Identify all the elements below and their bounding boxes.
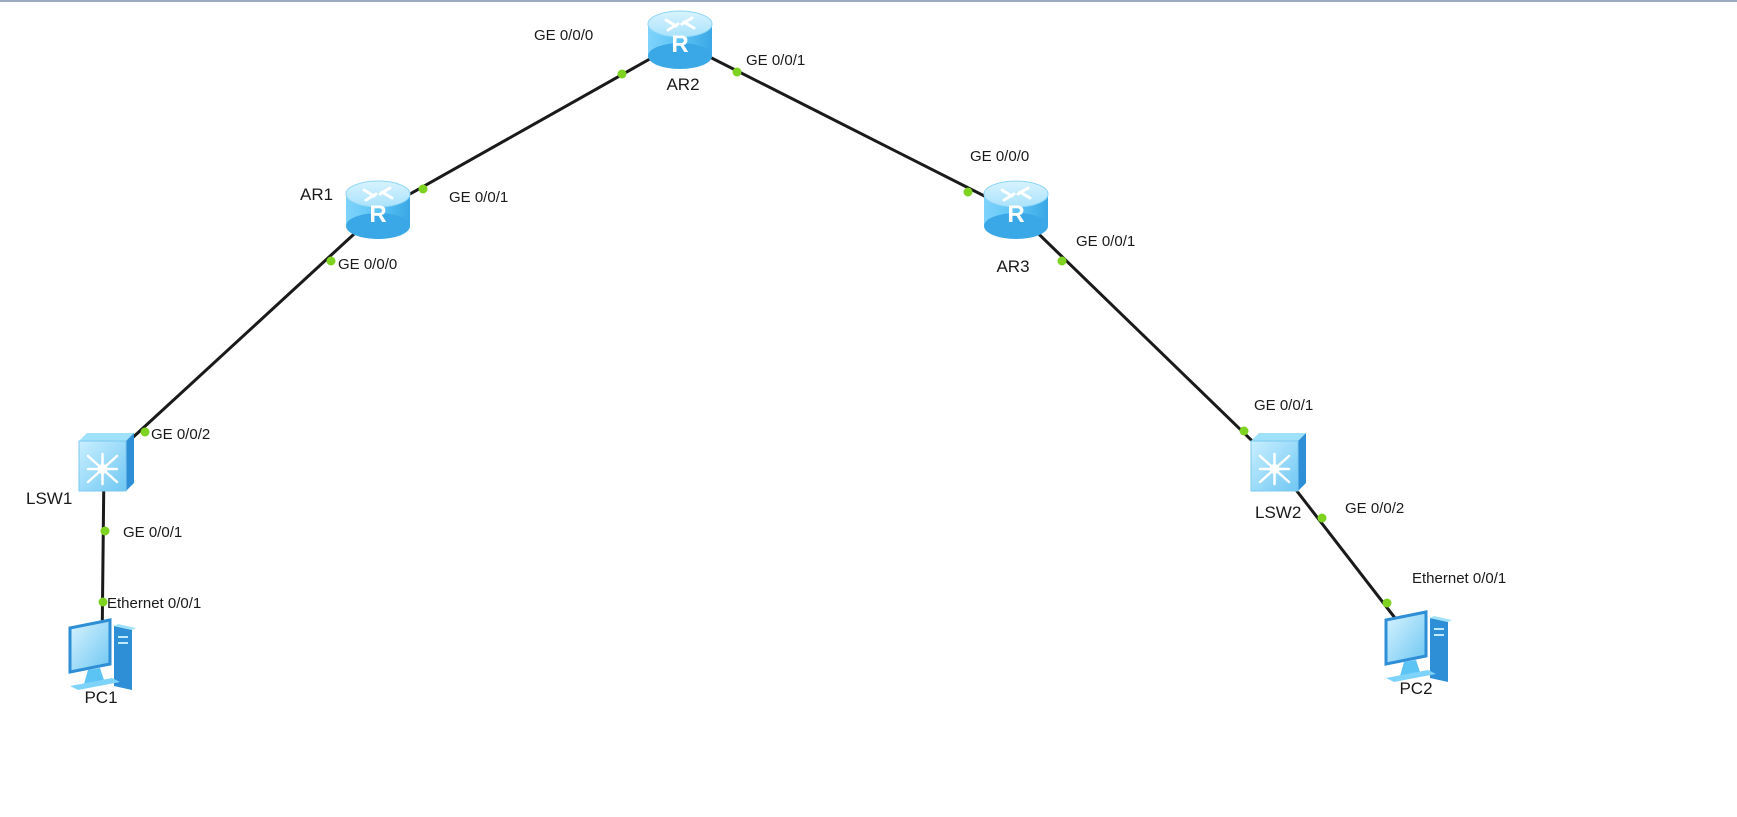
port-label-lsw1: GE 0/0/1 [123, 524, 182, 541]
port-dot-lsw1[interactable] [140, 427, 150, 437]
link-line[interactable] [100, 463, 106, 651]
device-label-pc2: PC2 [1399, 679, 1432, 698]
switch-icon[interactable] [1249, 431, 1308, 493]
pc-icon[interactable] [68, 618, 138, 692]
port-dot-ar1[interactable] [326, 256, 336, 266]
device-pc1[interactable]: PC1 [68, 618, 138, 707]
port-dot-lsw2[interactable] [1239, 426, 1249, 436]
link-ar3-lsw2[interactable]: GE 0/0/1 GE 0/0/1 [1014, 210, 1313, 466]
device-ar1[interactable]: AR1 [300, 179, 412, 241]
port-dot-pc1[interactable] [98, 597, 108, 607]
router-icon[interactable] [646, 9, 714, 71]
link-line[interactable] [1014, 210, 1278, 466]
port-dot-lsw1[interactable] [100, 526, 110, 536]
port-label-ar3: GE 0/0/0 [970, 148, 1029, 165]
device-ar3[interactable]: AR3 [982, 179, 1050, 276]
link-line[interactable] [1274, 463, 1414, 641]
port-dot-ar1[interactable] [418, 184, 428, 194]
link-line[interactable] [102, 210, 380, 466]
port-label-pc2: Ethernet 0/0/1 [1412, 570, 1506, 587]
device-pc2[interactable]: PC2 [1384, 610, 1454, 698]
port-label-ar2: GE 0/0/1 [746, 52, 805, 69]
device-ar2[interactable]: AR2 [646, 9, 714, 94]
device-label-ar3: AR3 [996, 257, 1029, 276]
port-label-ar2: GE 0/0/0 [534, 27, 593, 44]
port-label-pc1: Ethernet 0/0/1 [107, 595, 201, 612]
device-lsw1[interactable]: LSW1 [26, 431, 136, 508]
port-label-ar1: GE 0/0/0 [338, 256, 397, 273]
link-line[interactable] [377, 40, 681, 214]
port-dot-pc2[interactable] [1382, 598, 1392, 608]
port-dot-ar3[interactable] [1057, 256, 1067, 266]
port-label-lsw2: GE 0/0/2 [1345, 500, 1404, 517]
port-dot-ar2[interactable] [732, 67, 742, 77]
links-layer: GE 0/0/1GE 0/0/0GE 0/0/1GE 0/0/0GE 0/0/0… [98, 27, 1506, 651]
port-dot-lsw2[interactable] [1317, 513, 1327, 523]
device-label-ar2: AR2 [666, 75, 699, 94]
port-label-ar1: GE 0/0/1 [449, 189, 508, 206]
link-ar1-ar2[interactable]: GE 0/0/1 GE 0/0/0 [377, 27, 681, 214]
port-dot-ar3[interactable] [963, 187, 973, 197]
link-line[interactable] [679, 40, 1017, 214]
pc-icon[interactable] [1384, 610, 1454, 684]
port-label-lsw2: GE 0/0/1 [1254, 397, 1313, 414]
device-lsw2[interactable]: LSW2 [1249, 431, 1308, 522]
port-dot-ar2[interactable] [617, 69, 627, 79]
device-label-lsw2: LSW2 [1255, 503, 1301, 522]
top-border [0, 0, 1737, 2]
router-icon[interactable] [344, 179, 412, 241]
port-label-lsw1: GE 0/0/2 [151, 426, 210, 443]
link-ar2-ar3[interactable]: GE 0/0/1 GE 0/0/0 [679, 40, 1029, 214]
router-icon[interactable] [982, 179, 1050, 241]
switch-icon[interactable] [77, 431, 136, 493]
device-label-pc1: PC1 [84, 688, 117, 707]
port-label-ar3: GE 0/0/1 [1076, 233, 1135, 250]
device-label-lsw1: LSW1 [26, 489, 72, 508]
device-label-ar1: AR1 [300, 185, 333, 204]
link-ar1-lsw1[interactable]: GE 0/0/0 GE 0/0/2 [102, 210, 397, 466]
